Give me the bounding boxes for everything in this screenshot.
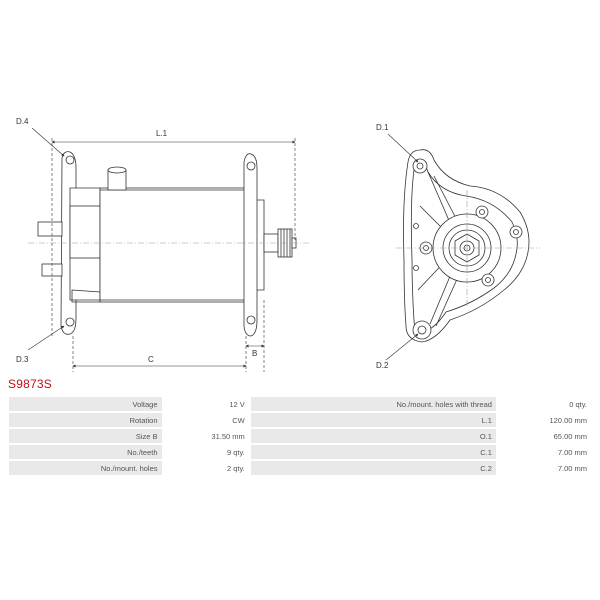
dim-d2-label: D.2 — [376, 361, 389, 370]
spec-right-value: 120.00 mm — [497, 413, 591, 427]
spec-right-value: 7.00 mm — [497, 445, 591, 459]
spec-right-label: No./mount. holes with thread — [250, 397, 496, 411]
spec-left-label: Voltage — [9, 397, 162, 411]
spec-left-value: 2 qty. — [163, 461, 249, 475]
spec-right-value: 65.00 mm — [497, 429, 591, 443]
dim-l1-label: L.1 — [156, 129, 168, 138]
dim-d3-label: D.3 — [16, 355, 29, 364]
spec-right-value: 0 qty. — [497, 397, 591, 411]
spec-right-label: L.1 — [250, 413, 496, 427]
side-view — [37, 151, 297, 337]
spec-left-label: No./teeth — [9, 445, 162, 459]
spec-left-label: Rotation — [9, 413, 162, 427]
spec-left-value: CW — [163, 413, 249, 427]
front-view — [403, 149, 530, 343]
spec-right-label: C.2 — [250, 461, 496, 475]
dim-c-label: C — [148, 355, 154, 364]
part-code: S9873S — [8, 377, 52, 391]
dimension-lines — [27, 127, 296, 372]
dim-d1-label: D.1 — [376, 123, 389, 132]
spec-right-label: C.1 — [250, 445, 496, 459]
technical-drawing: L.1 C B D.4 D.3 — [16, 117, 540, 372]
spec-right-value: 7.00 mm — [497, 461, 591, 475]
spec-right-label: O.1 — [250, 429, 496, 443]
dim-d4-label: D.4 — [16, 117, 29, 126]
spec-left-value: 12 V — [163, 397, 249, 411]
spec-left-value: 31.50 mm — [163, 429, 249, 443]
dim-b-label: B — [252, 349, 257, 358]
spec-left-label: Size B — [9, 429, 162, 443]
spec-left-value: 9 qty. — [163, 445, 249, 459]
spec-left-label: No./mount. holes — [9, 461, 162, 475]
